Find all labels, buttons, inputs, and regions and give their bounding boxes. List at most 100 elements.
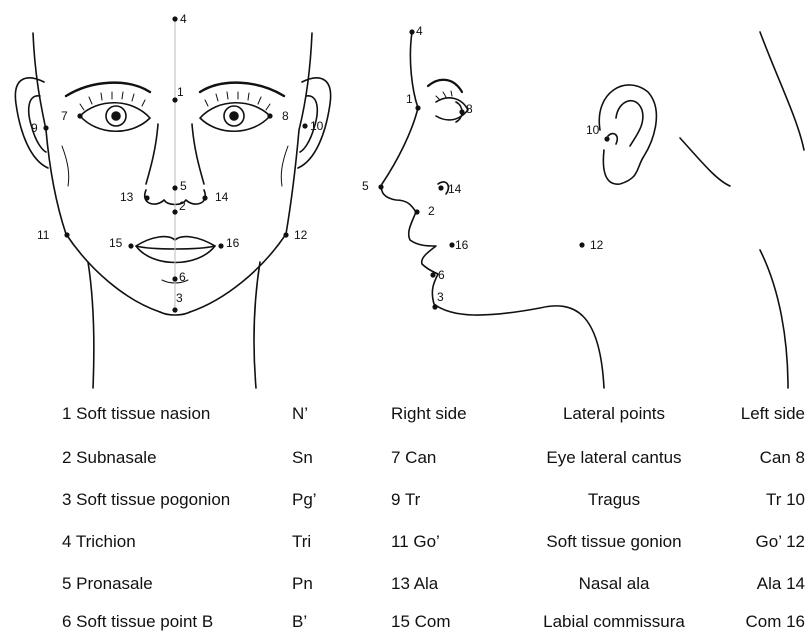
profile-label-10: 10 [586, 123, 600, 137]
frontal-point-11 [64, 232, 69, 237]
profile-label-8: 8 [466, 102, 473, 116]
frontal-point-12 [283, 232, 288, 237]
frontal-right-eyebrow [200, 83, 284, 96]
midline-name-5: 5 Pronasale [62, 574, 153, 594]
frontal-label-1: 1 [177, 85, 184, 99]
profile-point-3 [432, 304, 437, 309]
frontal-point-7 [77, 113, 82, 118]
profile-neck-back [680, 138, 730, 186]
frontal-point-13 [144, 195, 149, 200]
frontal-label-8: 8 [282, 109, 289, 123]
lateral-right-5: 15 Com [391, 612, 451, 632]
frontal-point-8 [267, 113, 272, 118]
frontal-left-eyebrow [66, 83, 150, 96]
lateral-left-4: Ala 14 [757, 574, 805, 594]
profile-eye [436, 98, 468, 120]
profile-point-10 [604, 136, 609, 141]
lateral-right-4: 13 Ala [391, 574, 438, 594]
frontal-neck-right [254, 262, 260, 388]
midline-name-1: 1 Soft tissue nasion [62, 404, 210, 424]
lateral-left-3: Go’ 12 [756, 532, 805, 552]
lateral-header-center: Lateral points [520, 404, 708, 424]
frontal-label-7: 7 [61, 109, 68, 123]
profile-label-12: 12 [590, 238, 604, 252]
frontal-point-10 [302, 123, 307, 128]
lateral-center-5: Labial commissura [520, 612, 708, 632]
frontal-label-15: 15 [109, 236, 123, 250]
profile-brow [428, 80, 462, 92]
profile-ear-inner [616, 101, 643, 146]
profile-label-5: 5 [362, 179, 369, 193]
lateral-center-4: Nasal ala [520, 574, 708, 594]
frontal-nose-right [192, 124, 204, 184]
lateral-center-2: Tragus [520, 490, 708, 510]
frontal-label-9: 9 [31, 121, 38, 135]
profile-point-5 [378, 184, 383, 189]
frontal-nose-left [146, 124, 158, 184]
profile-label-1: 1 [406, 92, 413, 106]
profile-point-12 [579, 242, 584, 247]
frontal-neck-left [88, 262, 94, 388]
midline-abbr-4: Tri [292, 532, 311, 552]
frontal-label-14: 14 [215, 190, 229, 204]
frontal-label-12: 12 [294, 228, 308, 242]
profile-face [382, 32, 804, 388]
midline-abbr-2: Sn [292, 448, 313, 468]
midline-abbr-3: Pg’ [292, 490, 317, 510]
facial-landmark-diagram: 4 1 7 8 9 10 5 2 13 14 11 12 15 16 6 3 [0, 0, 809, 395]
frontal-label-3: 3 [176, 291, 183, 305]
lateral-center-1: Eye lateral cantus [520, 448, 708, 468]
profile-label-4: 4 [416, 24, 423, 38]
lateral-right-3: 11 Go’ [391, 532, 440, 552]
profile-point-14 [438, 185, 443, 190]
midline-name-2: 2 Subnasale [62, 448, 157, 468]
frontal-right-pupil [230, 112, 238, 120]
profile-point-2 [414, 209, 419, 214]
frontal-point-6 [172, 276, 177, 281]
frontal-point-14 [202, 195, 207, 200]
frontal-point-16 [218, 243, 223, 248]
midline-name-4: 4 Trichion [62, 532, 136, 552]
profile-ear [599, 85, 656, 184]
profile-point-1 [415, 105, 420, 110]
lateral-left-5: Com 16 [745, 612, 805, 632]
frontal-head-right-outline [190, 33, 312, 312]
frontal-label-4: 4 [180, 12, 187, 26]
profile-labels: 4 1 8 10 5 14 2 16 12 6 3 [362, 24, 604, 304]
profile-point-8 [459, 109, 464, 114]
profile-label-14: 14 [448, 182, 462, 196]
profile-point-16 [449, 242, 454, 247]
profile-back-of-head [760, 32, 804, 150]
frontal-label-2: 2 [179, 199, 186, 213]
lateral-center-3: Soft tissue gonion [520, 532, 708, 552]
frontal-point-15 [128, 243, 133, 248]
profile-label-6: 6 [438, 268, 445, 282]
lateral-left-1: Can 8 [760, 448, 805, 468]
lateral-header-right: Right side [391, 404, 467, 424]
profile-label-2: 2 [428, 204, 435, 218]
frontal-label-5: 5 [180, 179, 187, 193]
midline-abbr-1: N’ [292, 404, 308, 424]
lateral-header-left: Left side [741, 404, 805, 424]
midline-abbr-5: Pn [292, 574, 313, 594]
frontal-labels: 4 1 7 8 9 10 5 2 13 14 11 12 15 16 6 3 [31, 12, 324, 305]
frontal-label-6: 6 [179, 270, 186, 284]
midline-name-6: 6 Soft tissue point B [62, 612, 213, 632]
midline-abbr-6: B’ [292, 612, 307, 632]
frontal-point-9 [43, 125, 48, 130]
frontal-label-11: 11 [37, 228, 50, 242]
profile-label-16: 16 [455, 238, 469, 252]
frontal-label-13: 13 [120, 190, 134, 204]
profile-point-4 [409, 29, 414, 34]
profile-landmarks [378, 29, 609, 309]
frontal-point-5 [172, 185, 177, 190]
frontal-left-pupil [112, 112, 120, 120]
frontal-left-cheek-line [62, 146, 69, 186]
frontal-point-3 [172, 307, 177, 312]
profile-label-3: 3 [437, 290, 444, 304]
profile-neck-front-back [760, 250, 788, 388]
frontal-label-16: 16 [226, 236, 240, 250]
profile-face-outline [382, 32, 604, 388]
frontal-right-cheek-line [281, 146, 288, 186]
midline-name-3: 3 Soft tissue pogonion [62, 490, 230, 510]
